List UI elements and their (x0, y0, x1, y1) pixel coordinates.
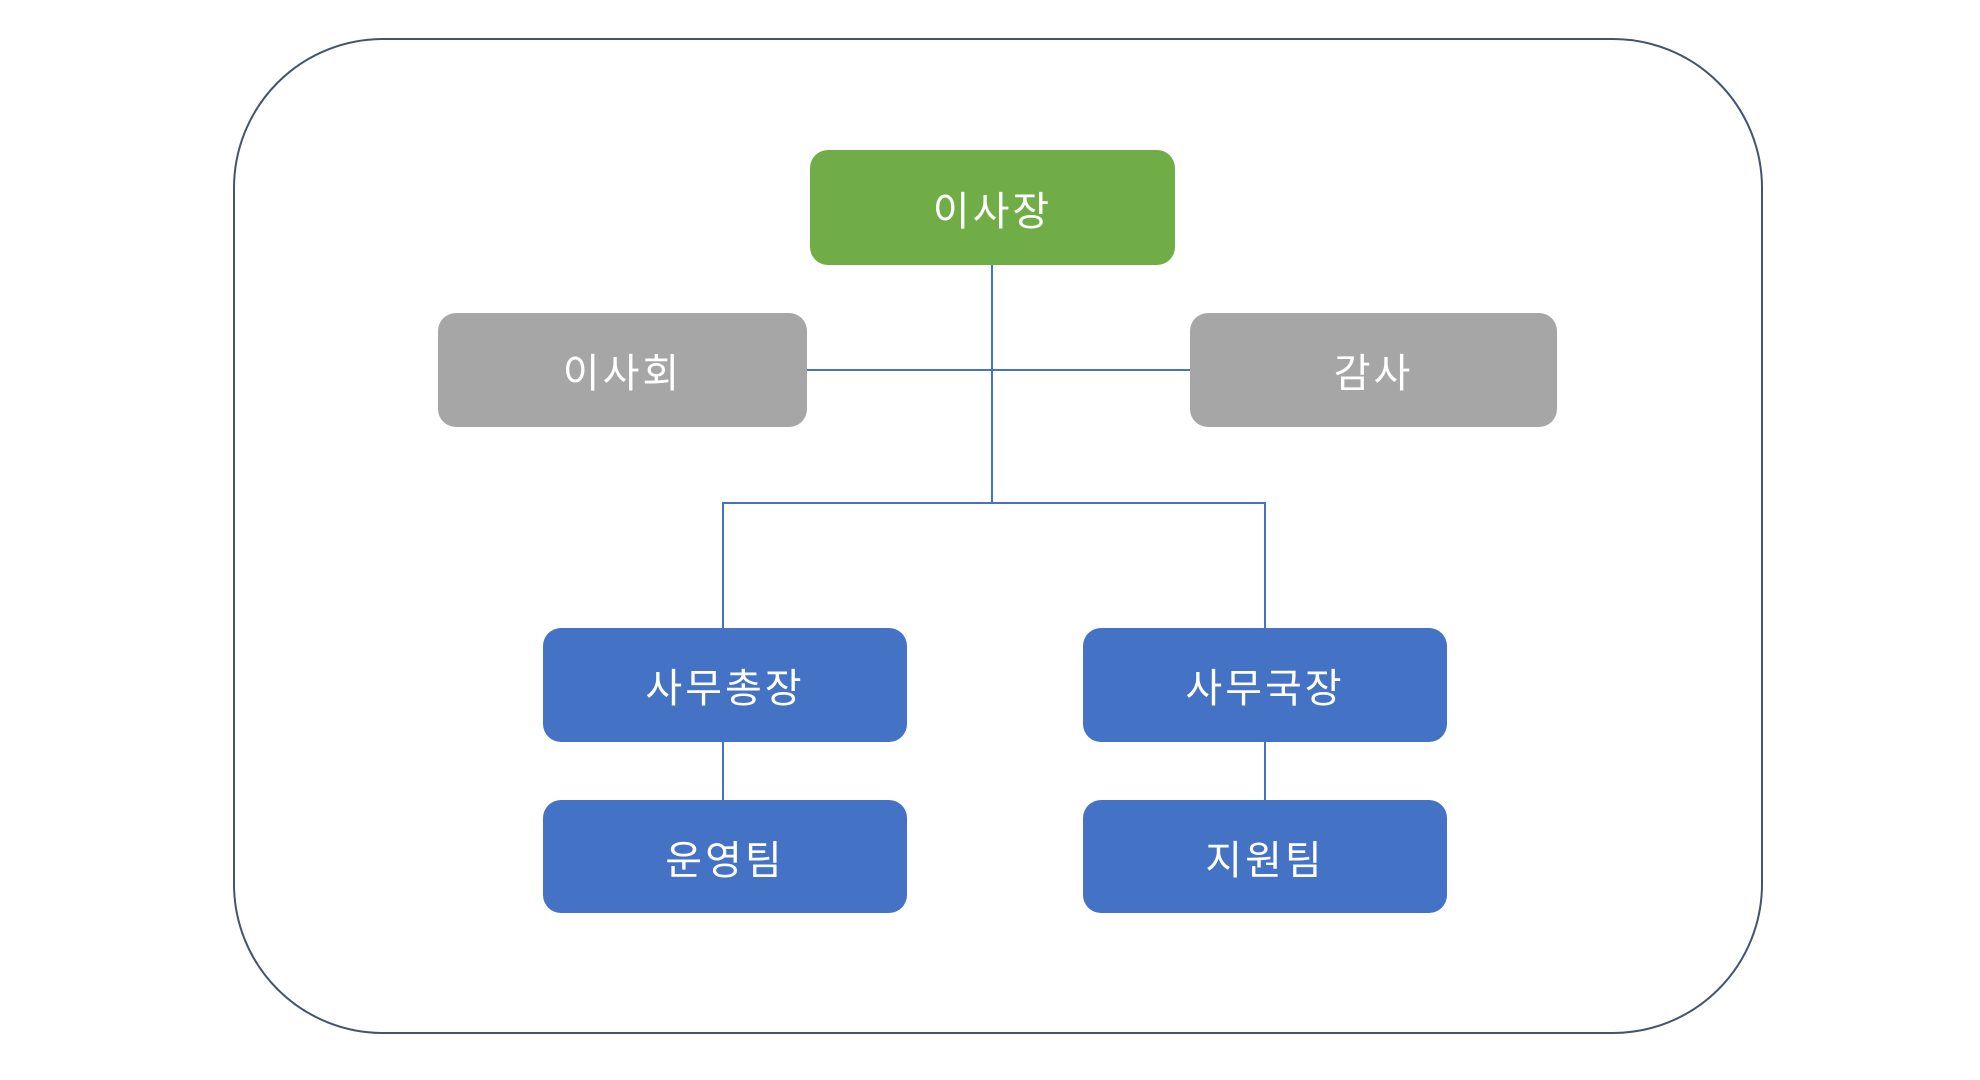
connector-drop-secretary-general (722, 502, 724, 628)
node-operations-team: 운영팀 (543, 800, 907, 913)
node-chairman-label: 이사장 (932, 189, 1053, 234)
node-board-label: 이사회 (562, 352, 683, 396)
node-support-team-label: 지원팀 (1205, 838, 1325, 883)
node-auditor: 감사 (1190, 313, 1557, 427)
connector-support-team (1264, 742, 1266, 800)
node-office-director: 사무국장 (1083, 628, 1447, 742)
connector-drop-office-director (1264, 502, 1266, 628)
node-secretary-general: 사무총장 (543, 628, 907, 742)
connector-branch-horizontal (722, 502, 1266, 504)
node-support-team: 지원팀 (1083, 800, 1447, 913)
node-chairman: 이사장 (810, 150, 1175, 265)
outer-rounded-frame (233, 38, 1763, 1034)
node-operations-team-label: 운영팀 (665, 838, 785, 883)
node-auditor-label: 감사 (1333, 352, 1414, 396)
connector-board-auditor (807, 369, 1190, 371)
node-board: 이사회 (438, 313, 807, 427)
connector-chairman-vertical (991, 265, 993, 504)
node-secretary-general-label: 사무총장 (645, 667, 805, 711)
connector-operations-team (722, 742, 724, 800)
node-office-director-label: 사무국장 (1185, 667, 1345, 711)
